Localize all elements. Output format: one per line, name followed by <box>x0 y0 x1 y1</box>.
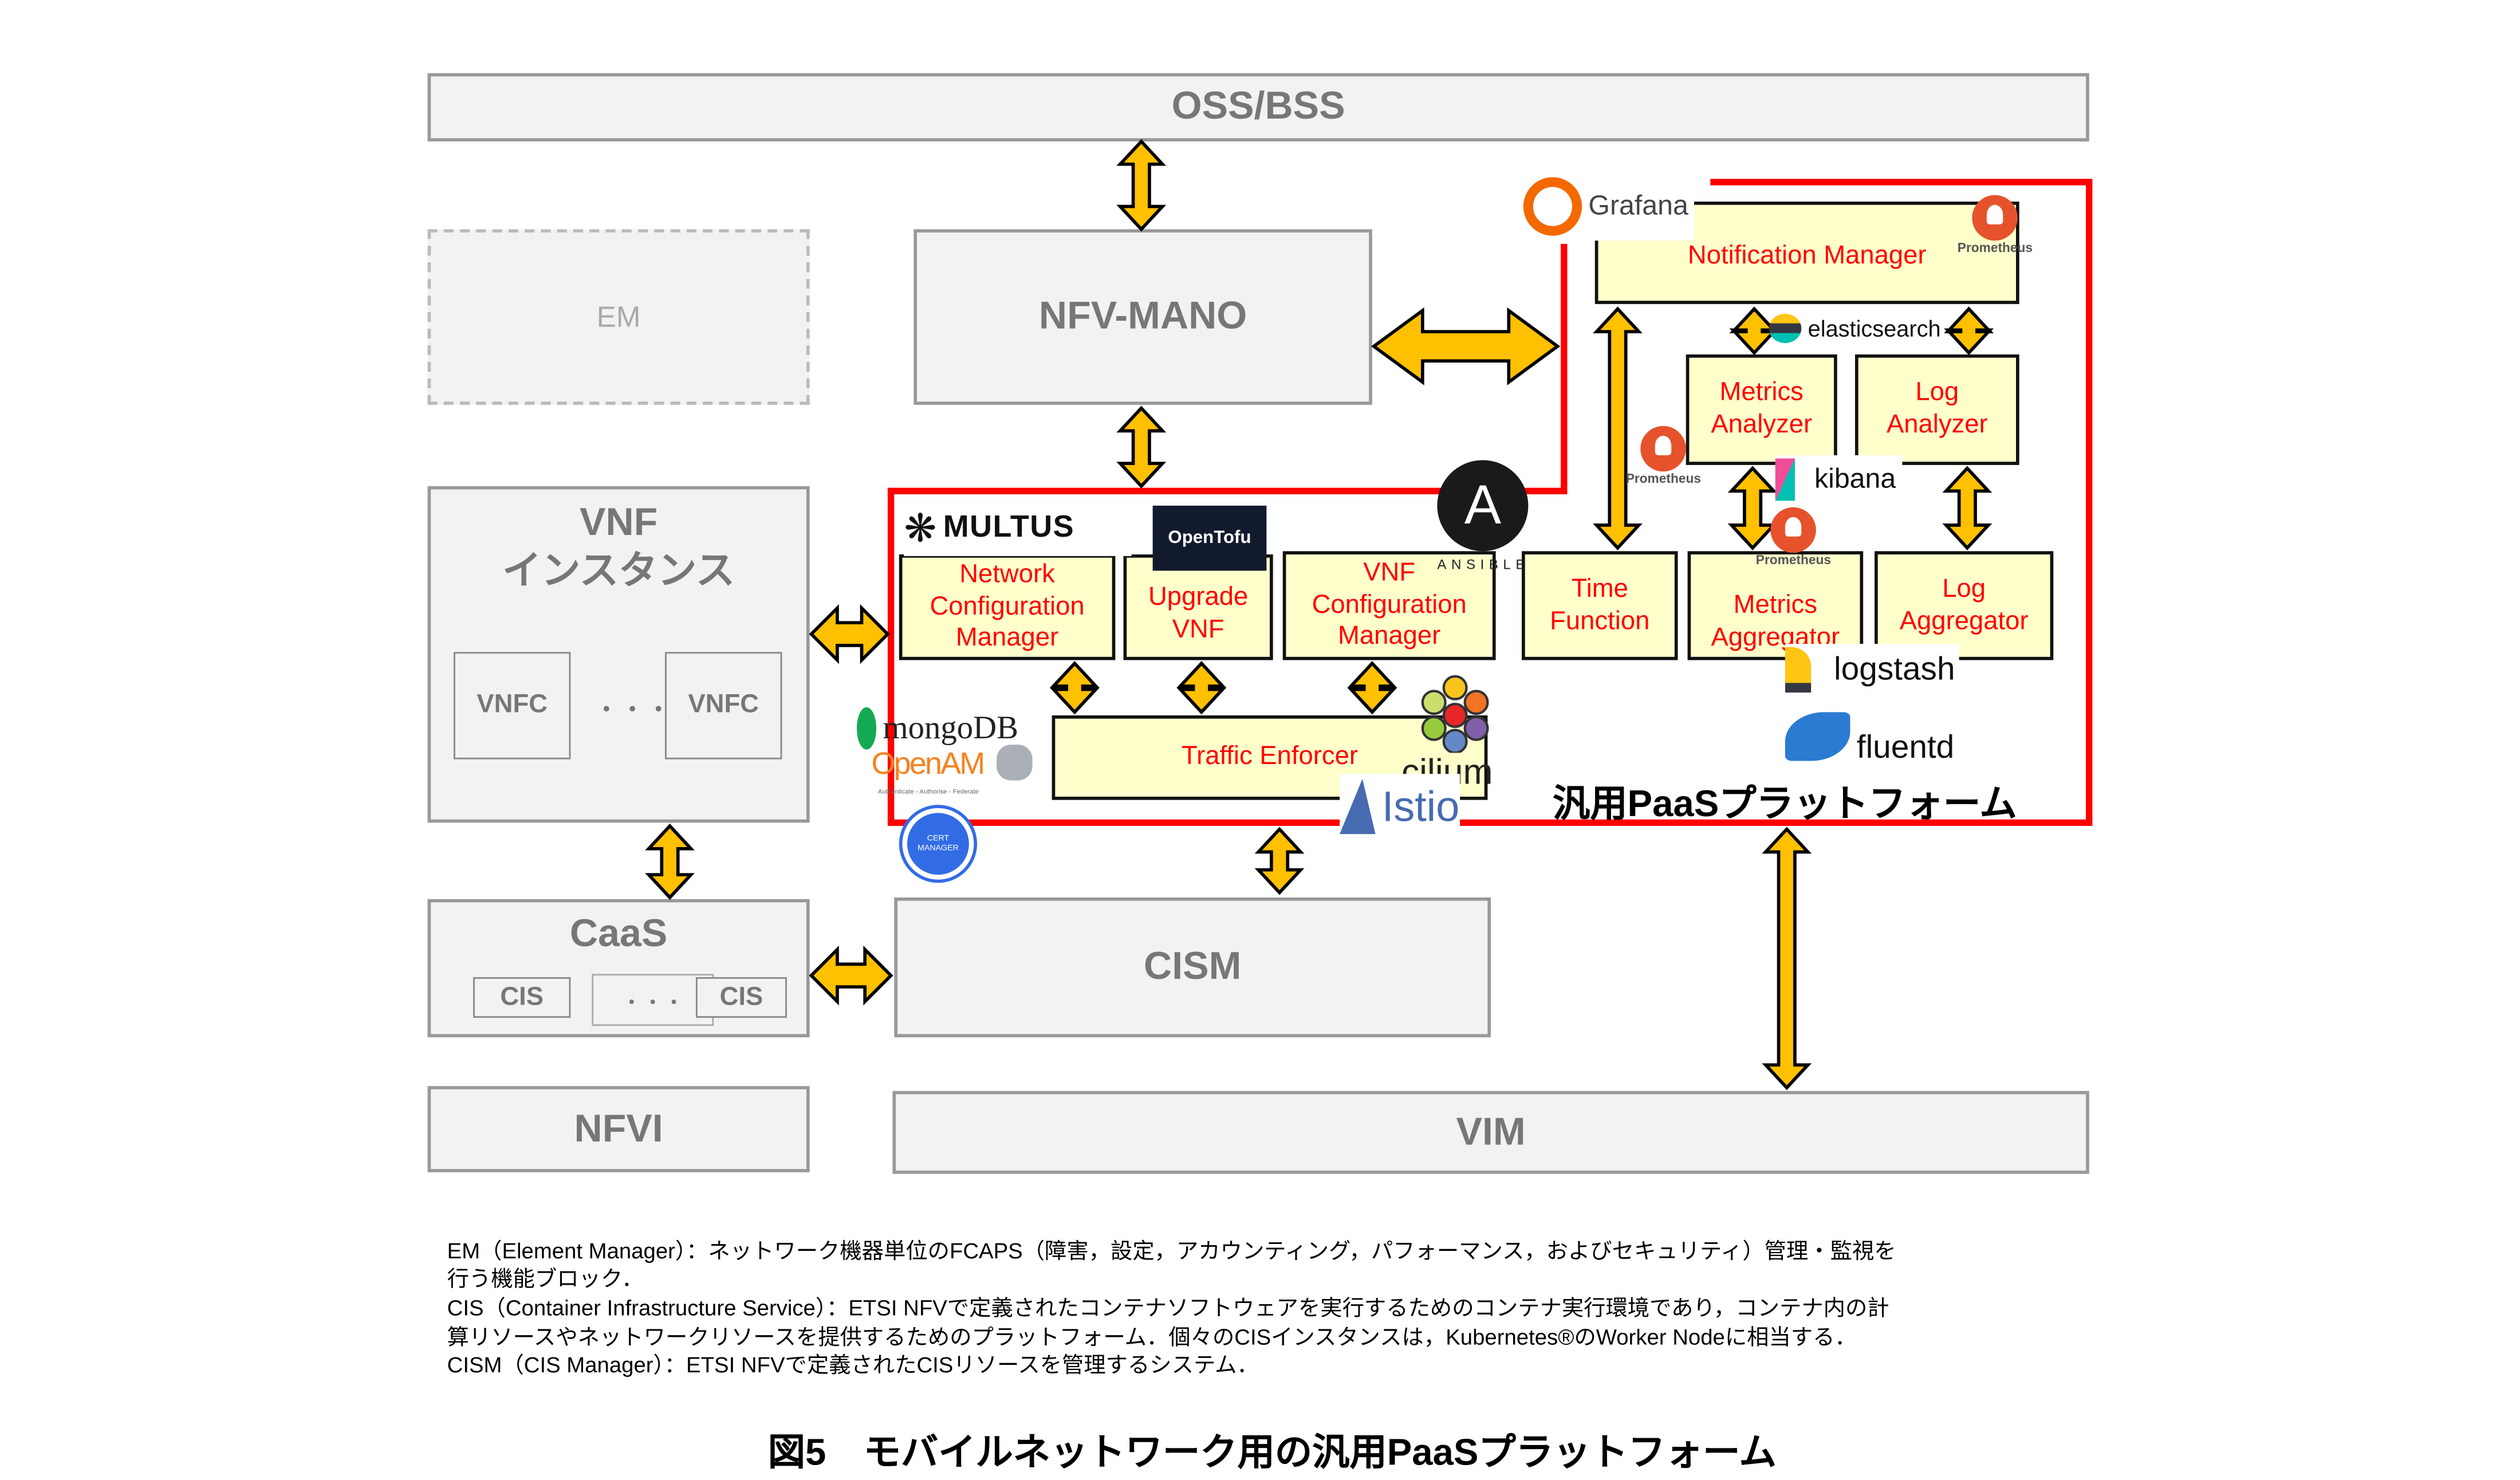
prometheus-icon <box>1972 195 2018 241</box>
prometheus-icon <box>1640 426 1687 472</box>
footnote-line: CISM（CIS Manager）：ETSI NFVで定義されたCISリソースを… <box>447 1352 1259 1377</box>
nfv-mano-box: NFV-MANO <box>914 229 1372 405</box>
caas-box: CaaS CIS ・・・ CIS <box>427 899 810 1038</box>
network-configuration-manager-box: Network Configuration Manager <box>899 554 1116 660</box>
elasticsearch-label: elasticsearch <box>1808 315 1941 342</box>
double-arrow <box>1254 826 1305 895</box>
time-function-box: Time Function <box>1522 551 1678 660</box>
grafana-icon <box>1523 177 1582 236</box>
multus-label: MULTUS <box>943 510 1074 545</box>
fluentd-label: fluentd <box>1856 729 1955 765</box>
kibana-label: kibana <box>1814 463 1896 494</box>
vnfc-box: VNFC <box>665 652 782 759</box>
openam-tagline: Authenticate - Authorise - Federate <box>877 786 979 796</box>
oss-bss-box: OSS/BSS <box>427 73 2089 141</box>
vim-box: VIM <box>892 1091 2089 1174</box>
nfvi-box: NFVI <box>427 1086 810 1172</box>
fluentd-icon <box>1785 712 1850 761</box>
ansible-label: ANSIBLE <box>1437 556 1530 573</box>
prometheus-label: Prometheus <box>1625 471 1701 486</box>
prometheus-logo: Prometheus <box>1958 195 2033 255</box>
cis-box: CIS <box>473 977 571 1018</box>
upgrade-vnf-box: Upgrade VNF <box>1123 554 1273 660</box>
ansible-icon: A <box>1437 460 1529 552</box>
vnf-configuration-manager-box: VNF Configuration Manager <box>1282 551 1496 660</box>
elasticsearch-logo: elasticsearch <box>1769 312 1941 345</box>
metrics-analyzer-box: Metrics Analyzer <box>1686 354 1837 465</box>
prometheus-logo: Prometheus <box>1756 507 1831 568</box>
istio-label: Istio <box>1381 781 1460 830</box>
vnf-instance-title: VNF インスタンス <box>502 501 735 594</box>
double-arrow <box>1729 306 1779 356</box>
double-arrow <box>809 604 890 664</box>
kibana-icon <box>1775 458 1795 501</box>
mongodb-label: mongoDB <box>883 710 1019 746</box>
double-arrow <box>1116 406 1167 489</box>
vnf-instance-box: VNF インスタンス VNFC ・・・ VNFC <box>427 486 810 823</box>
multus-logo: ❋ MULTUS <box>904 501 1132 556</box>
cis-box: CIS <box>695 977 787 1018</box>
caas-title: CaaS <box>569 912 668 957</box>
cert-manager-logo: CERT MANAGER <box>902 808 974 880</box>
openam-label: OpenAM <box>871 747 986 782</box>
double-arrow <box>1593 306 1643 550</box>
cism-box: CISM <box>894 897 1491 1038</box>
double-arrow <box>645 823 695 900</box>
log-analyzer-box: Log Analyzer <box>1854 354 2019 465</box>
double-arrow <box>1371 307 1561 385</box>
footnote-line: CIS（Container Infrastructure Service）：ET… <box>447 1296 1889 1321</box>
opentofu-label: OpenTofu <box>1168 528 1251 548</box>
double-arrow <box>1116 139 1167 232</box>
footnote-line: 算リソースやネットワークリソースを提供するためのプラットフォーム．個々のCISイ… <box>447 1325 1857 1350</box>
footnote-line: EM（Element Manager）：ネットワーク機器単位のFCAPS（障害，… <box>447 1239 1896 1263</box>
prometheus-icon <box>1770 507 1817 553</box>
double-arrow <box>1347 661 1397 715</box>
double-arrow <box>1049 661 1100 715</box>
cert-manager-label: CERT MANAGER <box>918 834 959 854</box>
prometheus-label: Prometheus <box>1755 553 1832 568</box>
double-arrow <box>1944 306 1994 356</box>
vnfc-ellipsis: ・・・ <box>593 697 672 726</box>
openam-logo: OpenAM Authenticate - Authorise - Federa… <box>871 747 986 806</box>
footnote-line: 行う機能ブロック． <box>447 1266 644 1291</box>
double-arrow <box>1942 466 1993 550</box>
double-arrow <box>809 945 893 1006</box>
grafana-logo: Grafana <box>1523 172 1695 241</box>
istio-icon <box>1340 778 1376 835</box>
log-aggregator-box: Log Aggregator <box>1875 551 2054 660</box>
logstash-logo: logstash <box>1785 644 1959 696</box>
openam-icon <box>997 745 1033 781</box>
elasticsearch-icon <box>1769 313 1802 343</box>
double-arrow <box>1727 466 1778 550</box>
metrics-aggregator-box: Metrics Aggregator <box>1687 551 1864 660</box>
double-arrow <box>1176 661 1227 715</box>
mongodb-logo: mongoDB <box>856 706 1019 751</box>
logstash-label: logstash <box>1834 651 1955 687</box>
grafana-label: Grafana <box>1588 190 1688 222</box>
mongodb-icon <box>856 707 877 750</box>
prometheus-logo: Prometheus <box>1626 426 1701 486</box>
figure-caption: 図5 モバイルネットワーク用の汎用PaaSプラットフォーム <box>767 1431 1777 1473</box>
multus-icon: ❋ <box>904 506 937 550</box>
istio-logo: Istio <box>1340 774 1460 839</box>
prometheus-label: Prometheus <box>1957 241 2033 255</box>
logstash-icon <box>1785 647 1812 693</box>
opentofu-logo: OpenTofu <box>1152 505 1267 571</box>
fluentd-logo: fluentd <box>1785 706 1954 767</box>
kibana-logo: kibana <box>1775 455 1903 504</box>
paas-platform-title: 汎用PaaSプラットフォーム <box>1552 782 2017 825</box>
vnfc-box: VNFC <box>453 652 571 759</box>
em-box: EM <box>427 229 810 405</box>
double-arrow <box>1762 826 1812 1091</box>
cilium-icon <box>1418 675 1493 754</box>
